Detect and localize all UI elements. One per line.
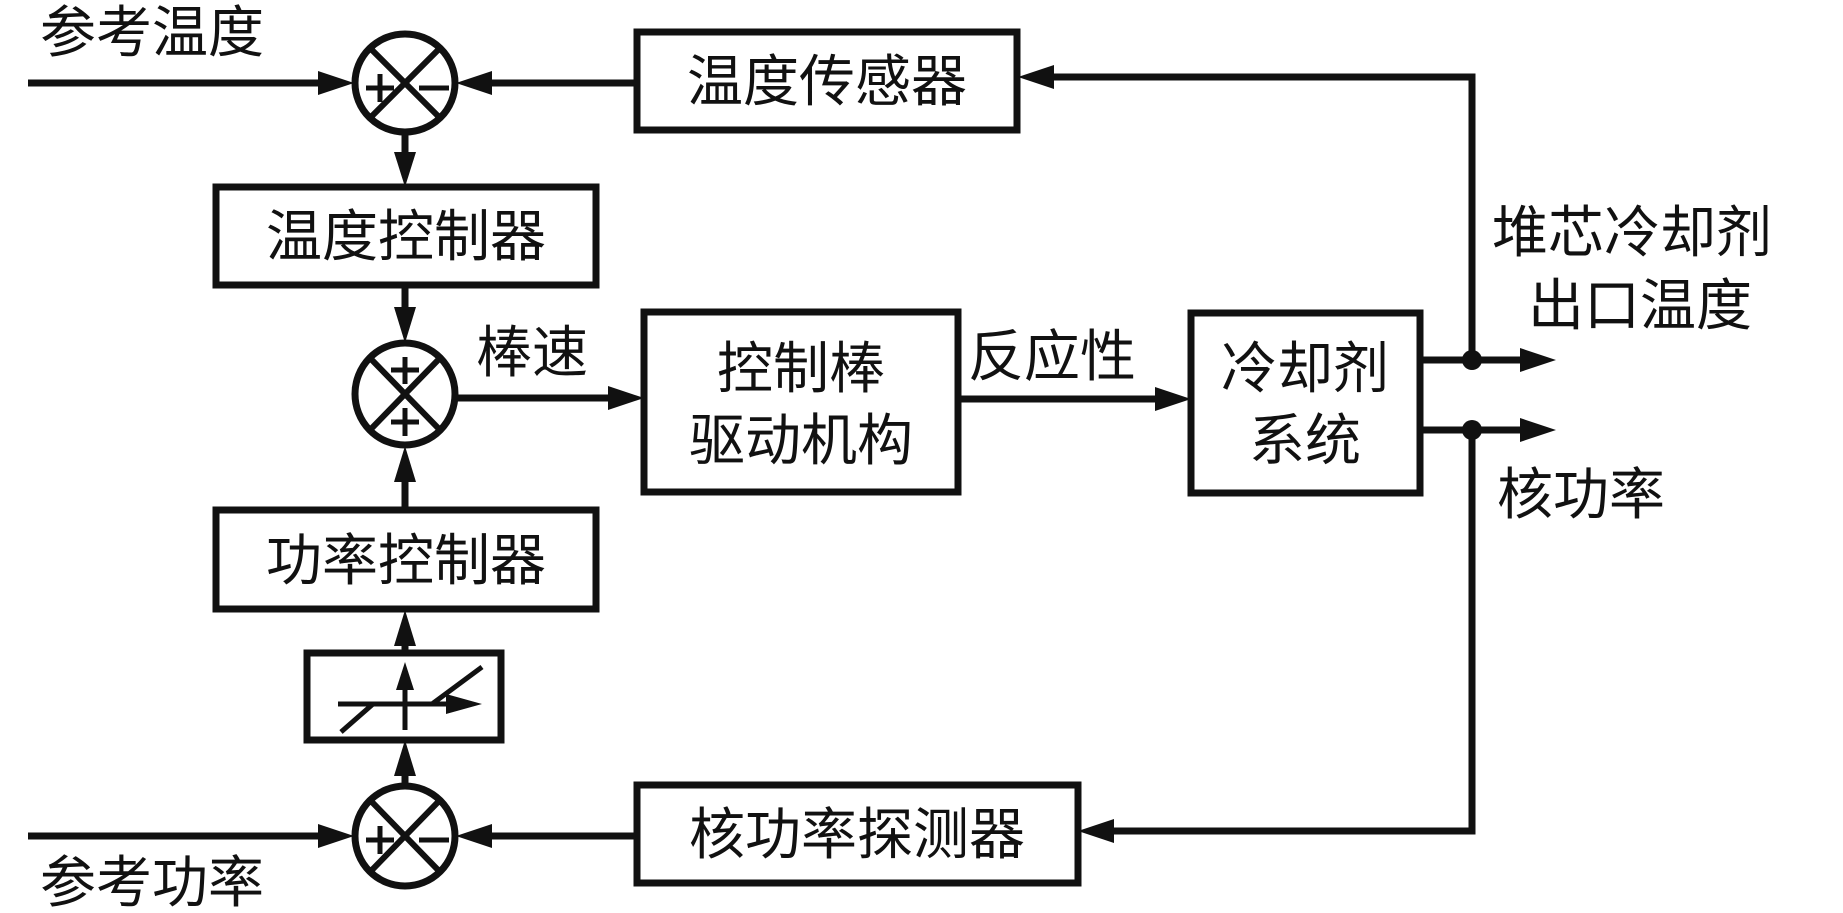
reactivity-arrow xyxy=(958,387,1191,411)
power-feedback-arrow xyxy=(456,824,637,848)
nuclear-power-label: 核功率 xyxy=(1497,463,1665,528)
temperature-error-arrow xyxy=(394,132,416,187)
power-controller-block: 功率控制器 xyxy=(212,506,600,613)
rod-speed-label: 棒速 xyxy=(476,321,588,386)
coolant-system-label-line1: 冷却剂 xyxy=(1221,337,1389,402)
coolant-system-label-line2: 系统 xyxy=(1249,409,1361,474)
dead-band-icon xyxy=(338,662,484,734)
nuclear-power-output-arrow xyxy=(1420,418,1556,442)
rod-speed-arrow xyxy=(455,386,644,410)
outlet-temperature-output-arrow xyxy=(1420,348,1556,372)
power-controller-label: 功率控制器 xyxy=(266,529,546,594)
reference-temperature-label: 参考温度 xyxy=(40,1,264,66)
temperature-feedback-arrow xyxy=(456,71,637,95)
reactivity-label: 反应性 xyxy=(968,325,1136,390)
outlet-temperature-label-line2: 出口温度 xyxy=(1528,274,1752,339)
outlet-temperature-label-line1: 堆芯冷却剂 xyxy=(1492,201,1772,266)
rod-speed-summing-junction xyxy=(351,339,459,449)
rod-drive-label-line2: 驱动机构 xyxy=(689,409,913,474)
reference-power-label: 参考功率 xyxy=(40,851,264,913)
rod-drive-label-line1: 控制棒 xyxy=(717,337,885,402)
rod-drive-mechanism-block: 控制棒 驱动机构 xyxy=(640,308,962,496)
power-summing-junction xyxy=(351,782,459,890)
temperature-summing-junction xyxy=(351,30,459,136)
nuclear-power-detector-block: 核功率探测器 xyxy=(633,781,1082,887)
outlet-temperature-branch-point xyxy=(1462,350,1482,370)
temperature-sensor-label: 温度传感器 xyxy=(687,50,967,115)
nuclear-power-feedback-line xyxy=(1078,430,1476,843)
temperature-controller-label: 温度控制器 xyxy=(266,205,546,270)
reference-temperature-arrow xyxy=(28,71,354,95)
dead-band-output-arrow xyxy=(394,610,416,653)
power-error-arrow xyxy=(394,740,416,786)
reference-power-arrow xyxy=(28,824,354,848)
nuclear-power-detector-label: 核功率探测器 xyxy=(689,803,1025,868)
outlet-temperature-feedback-line xyxy=(1018,65,1476,360)
temperature-controller-block: 温度控制器 xyxy=(212,183,600,289)
power-controller-output-arrow xyxy=(394,446,416,510)
coolant-system-block: 冷却剂 系统 xyxy=(1187,309,1424,497)
temperature-sensor-block: 温度传感器 xyxy=(633,28,1021,134)
temperature-controller-output-arrow xyxy=(394,285,416,343)
dead-band-block xyxy=(303,649,505,744)
